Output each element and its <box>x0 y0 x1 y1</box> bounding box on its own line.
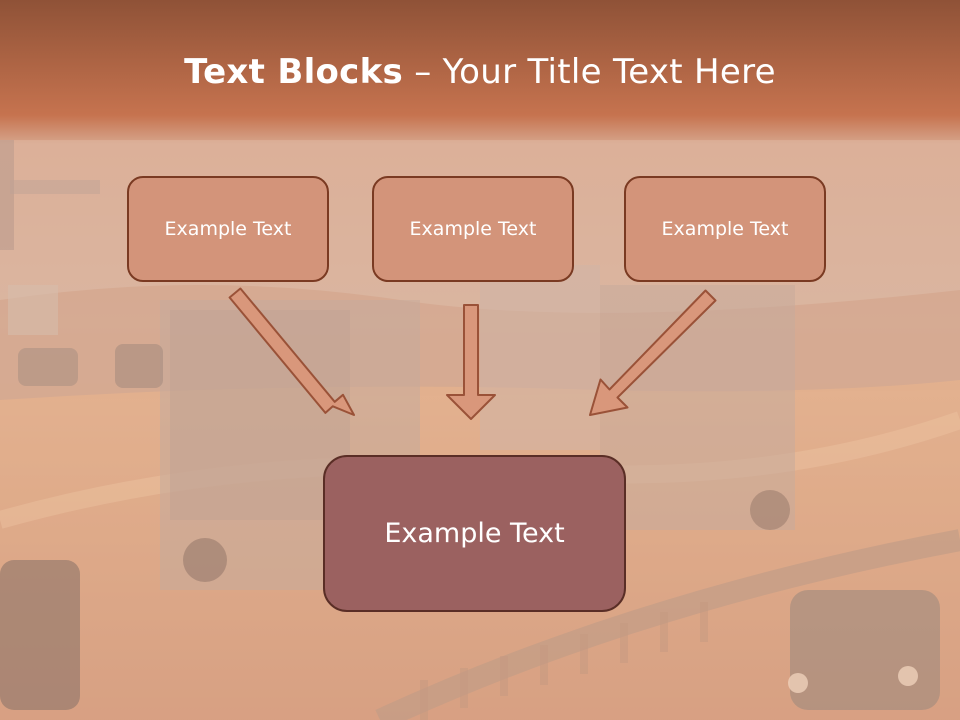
slide-title-rest: Your Title Text Here <box>442 52 776 92</box>
text-block-3[interactable]: Example Text <box>624 176 826 282</box>
text-block-2-label: Example Text <box>409 218 537 240</box>
target-text-block[interactable]: Example Text <box>323 455 626 612</box>
slide-title-bold: Text Blocks <box>184 52 404 92</box>
text-block-3-label: Example Text <box>661 218 789 240</box>
target-text-block-label: Example Text <box>384 518 565 549</box>
text-block-1[interactable]: Example Text <box>127 176 329 282</box>
arrow-right <box>589 289 717 416</box>
slide-title-dash: – <box>403 52 443 92</box>
slide-title: Text Blocks – Your Title Text Here <box>0 52 960 92</box>
arrow-left <box>228 287 355 416</box>
arrow-middle <box>446 304 496 420</box>
text-block-2[interactable]: Example Text <box>372 176 574 282</box>
text-block-1-label: Example Text <box>164 218 292 240</box>
